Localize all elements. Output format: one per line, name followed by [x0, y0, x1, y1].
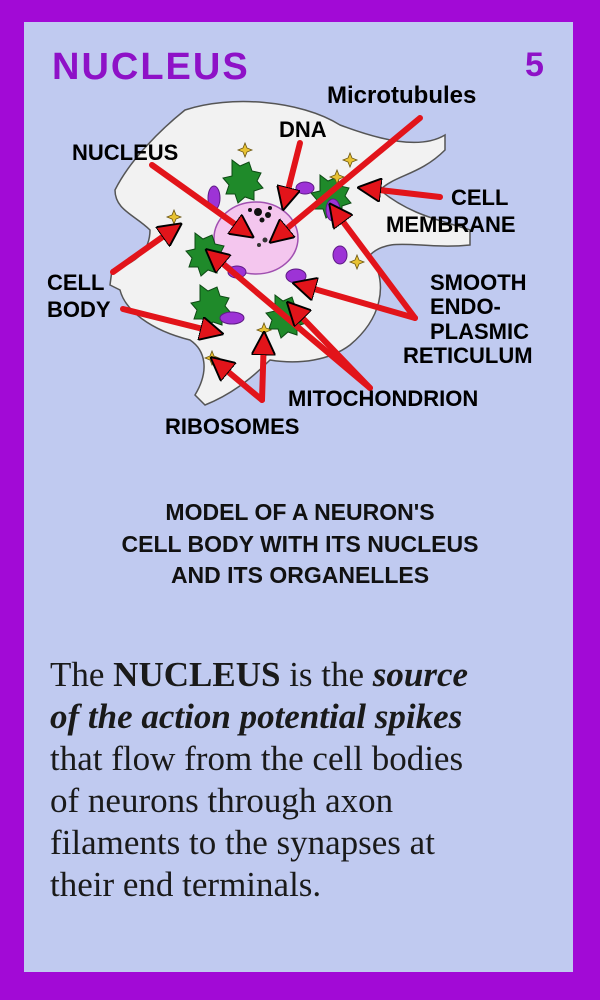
card-title: NUCLEUS — [52, 46, 250, 88]
label-ser-3: PLASMIC — [430, 319, 529, 344]
arrow-cell-body-lower — [120, 306, 219, 333]
ribosome-shape — [236, 141, 254, 159]
label-cell-body-2: BODY — [47, 297, 111, 322]
description-paragraph: The NUCLEUS is the source of the action … — [50, 654, 560, 906]
label-ser-2: ENDO- — [430, 294, 501, 319]
label-nucleus: NUCLEUS — [72, 140, 178, 165]
arrow-ser-2 — [297, 284, 418, 321]
label-mitochondrion: MITOCHONDRION — [288, 386, 478, 411]
arrow-ser-1 — [332, 207, 418, 321]
desc-text: The — [50, 655, 114, 694]
neuron-cell-body-diagram: Microtubules DNA NUCLEUS CELL MEMBRANE C… — [47, 82, 533, 439]
arrow-ribo-2 — [262, 336, 264, 403]
caption-line: CELL BODY WITH ITS NUCLEUS — [121, 530, 479, 557]
arrow-dna — [284, 140, 303, 206]
reticulum-shape — [285, 268, 307, 284]
label-microtubules: Microtubules — [327, 82, 476, 109]
label-ribosomes: RIBOSOMES — [165, 414, 299, 439]
desc-text: is the — [280, 655, 373, 694]
desc-text: filaments to the synapses at — [50, 823, 435, 862]
nucleolus-mark — [257, 237, 268, 247]
desc-text: their end terminals. — [50, 865, 322, 904]
arrow-cell-body-upper — [110, 226, 178, 275]
arrow-microtubules — [273, 115, 423, 240]
reticulum-shape — [219, 311, 245, 325]
card-number: 5 — [525, 46, 544, 84]
desc-emphasis-source: source — [372, 655, 469, 694]
desc-text: of neurons through axon — [50, 781, 394, 820]
label-cell-body-1: CELL — [47, 270, 104, 295]
label-cell-membrane-2: MEMBRANE — [386, 212, 516, 237]
ribosome-shape — [341, 151, 359, 169]
arrow-cell-membrane — [362, 188, 443, 197]
arrow-mito-2 — [290, 305, 373, 391]
ribosome-shape — [165, 208, 183, 226]
ribosome-shape — [348, 253, 366, 271]
label-cell-membrane-1: CELL — [451, 185, 508, 210]
dna-blob — [248, 206, 272, 223]
caption-line: MODEL OF A NEURON'S — [165, 499, 435, 525]
label-dna: DNA — [279, 117, 327, 142]
ribosome-shape — [328, 168, 346, 186]
arrow-ribo-1 — [214, 360, 265, 403]
mitochondrion-shape — [222, 159, 264, 204]
diagram-caption: MODEL OF A NEURON'S CELL BODY WITH ITS N… — [40, 497, 560, 592]
desc-emphasis-spikes: of the action potential spikes — [50, 697, 463, 736]
desc-emphasis-nucleus: NUCLEUS — [113, 655, 281, 694]
label-ser-1: SMOOTH — [430, 270, 527, 295]
label-ser-4: RETICULUM — [403, 343, 533, 368]
desc-text: that flow from the cell bodies — [50, 739, 464, 778]
reticulum-shape — [332, 245, 348, 265]
arrow-nucleus — [149, 162, 250, 235]
caption-line: AND ITS ORGANELLES — [170, 562, 430, 589]
reticulum-shape — [295, 181, 315, 195]
